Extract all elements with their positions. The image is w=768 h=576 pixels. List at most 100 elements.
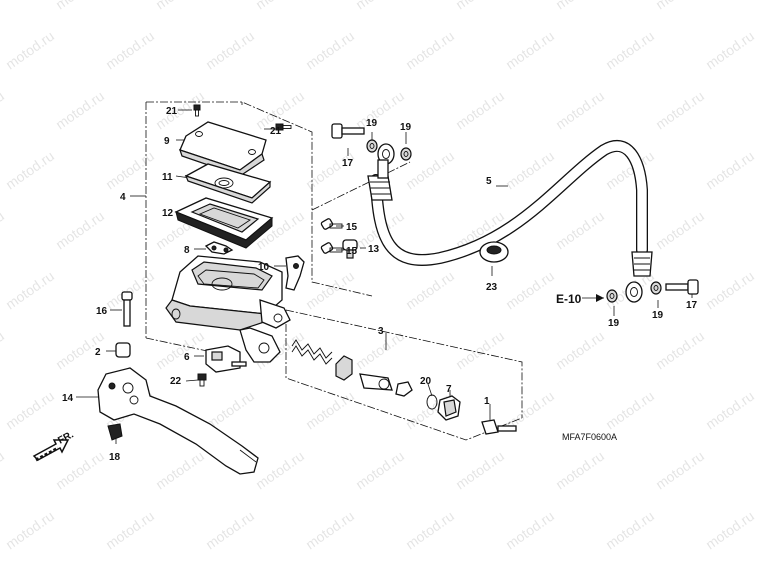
watermark-text: motod.ru: [53, 88, 107, 133]
watermark-text: motod.ru: [53, 448, 107, 493]
callout-21-side: 21: [270, 126, 282, 137]
watermark-text: motod.ru: [703, 148, 757, 193]
screw-21-top: [193, 104, 201, 117]
reservoir-cap-9: [179, 121, 267, 177]
screw-21-side: [275, 123, 292, 131]
callout-13: 13: [368, 244, 380, 255]
callout-8: 8: [184, 245, 190, 256]
callout-2: 2: [95, 347, 101, 358]
watermark-text: motod.ru: [153, 0, 207, 12]
watermark-text: motod.ru: [553, 448, 607, 493]
watermark-text: motod.ru: [503, 268, 557, 313]
nut-18: [107, 423, 123, 441]
washer-19-c: [606, 289, 618, 303]
watermark-text: motod.ru: [503, 28, 557, 73]
watermark-text: motod.ru: [653, 448, 707, 493]
callout-19-a: 19: [366, 118, 378, 129]
watermark-text: motod.ru: [603, 28, 657, 73]
callout-19-b: 19: [400, 122, 412, 133]
watermark-text: motod.ru: [3, 28, 57, 73]
watermark-text: motod.ru: [653, 208, 707, 253]
watermark-text: motod.ru: [153, 328, 207, 373]
assembly-boundary: [145, 101, 523, 441]
callout-19-d: 19: [652, 310, 664, 321]
watermark-text: motod.ru: [253, 448, 307, 493]
callout-1: 1: [484, 396, 490, 407]
plate-11: [184, 163, 272, 204]
switch-6: [205, 345, 247, 373]
watermark-text: motod.ru: [203, 28, 257, 73]
watermark-text: motod.ru: [453, 328, 507, 373]
washer-19-b: [400, 147, 412, 161]
callout-23: 23: [486, 282, 498, 293]
diaphragm-12: [174, 197, 274, 249]
watermark-text: motod.ru: [353, 448, 407, 493]
callout-10: 10: [258, 262, 270, 273]
watermark-text: motod.ru: [303, 268, 357, 313]
banjo-bottom: [625, 281, 643, 303]
callout-6: 6: [184, 352, 190, 363]
bolt-17-bottom: [665, 279, 699, 295]
bolt-15-a: [320, 218, 343, 230]
cap-2: [115, 342, 131, 358]
clip-8: [204, 241, 234, 255]
hose-5: [367, 139, 653, 277]
watermark-text: motod.ru: [653, 0, 707, 12]
watermark-text: motod.ru: [0, 448, 7, 493]
bolt-15-b: [320, 242, 343, 254]
bracket-10: [285, 255, 305, 291]
watermark-text: motod.ru: [3, 268, 57, 313]
front-arrow: FR.: [32, 429, 76, 462]
callout-17-top: 17: [342, 158, 354, 169]
watermark-text: motod.ru: [3, 388, 57, 433]
watermark-text: motod.ru: [403, 508, 457, 553]
callout-22: 22: [170, 376, 182, 387]
watermark-text: motod.ru: [153, 448, 207, 493]
watermark-text: motod.ru: [353, 88, 407, 133]
lever-14: [97, 367, 259, 475]
callout-3: 3: [378, 326, 384, 337]
watermark-text: motod.ru: [503, 508, 557, 553]
watermark-text: motod.ru: [353, 0, 407, 12]
callout-17-bottom: 17: [686, 300, 698, 311]
watermark-text: motod.ru: [453, 448, 507, 493]
screw-22: [197, 373, 207, 387]
watermark-text: motod.ru: [453, 0, 507, 12]
watermark-text: motod.ru: [0, 328, 7, 373]
front-direction-label: FR.: [56, 429, 76, 446]
watermark-text: motod.ru: [553, 88, 607, 133]
watermark-text: motod.ru: [703, 28, 757, 73]
watermark-text: motod.ru: [503, 148, 557, 193]
watermark-text: motod.ru: [603, 388, 657, 433]
watermark-text: motod.ru: [553, 328, 607, 373]
boot-7: [437, 395, 461, 421]
callout-21-top: 21: [166, 106, 178, 117]
watermark-text: motod.ru: [0, 0, 7, 12]
push-rod-1: [481, 419, 517, 435]
callout-12: 12: [162, 208, 174, 219]
bolt-17-top: [331, 123, 365, 139]
callout-4: 4: [120, 192, 126, 203]
washer-19-d: [650, 281, 662, 295]
callout-19-c: 19: [608, 318, 620, 329]
watermark-text: motod.ru: [3, 508, 57, 553]
grommet-23: [479, 241, 509, 263]
watermark-text: motod.ru: [203, 508, 257, 553]
watermark-text: motod.ru: [653, 328, 707, 373]
callout-7: 7: [446, 384, 452, 395]
callout-9: 9: [164, 136, 170, 147]
reference-e10: E-10: [556, 292, 604, 306]
watermark-text: motod.ru: [453, 88, 507, 133]
drawing-code: MFA7F0600A: [562, 432, 617, 442]
watermark-text: motod.ru: [703, 388, 757, 433]
bolt-16: [121, 291, 133, 327]
reference-label: E-10: [556, 292, 582, 306]
callout-15-a: 15: [346, 222, 358, 233]
watermark-text: motod.ru: [0, 88, 7, 133]
watermark-text: motod.ru: [553, 208, 607, 253]
watermark-text: motod.ru: [703, 508, 757, 553]
callout-5: 5: [486, 176, 492, 187]
watermark-text: motod.ru: [403, 268, 457, 313]
callout-18: 18: [109, 452, 121, 463]
